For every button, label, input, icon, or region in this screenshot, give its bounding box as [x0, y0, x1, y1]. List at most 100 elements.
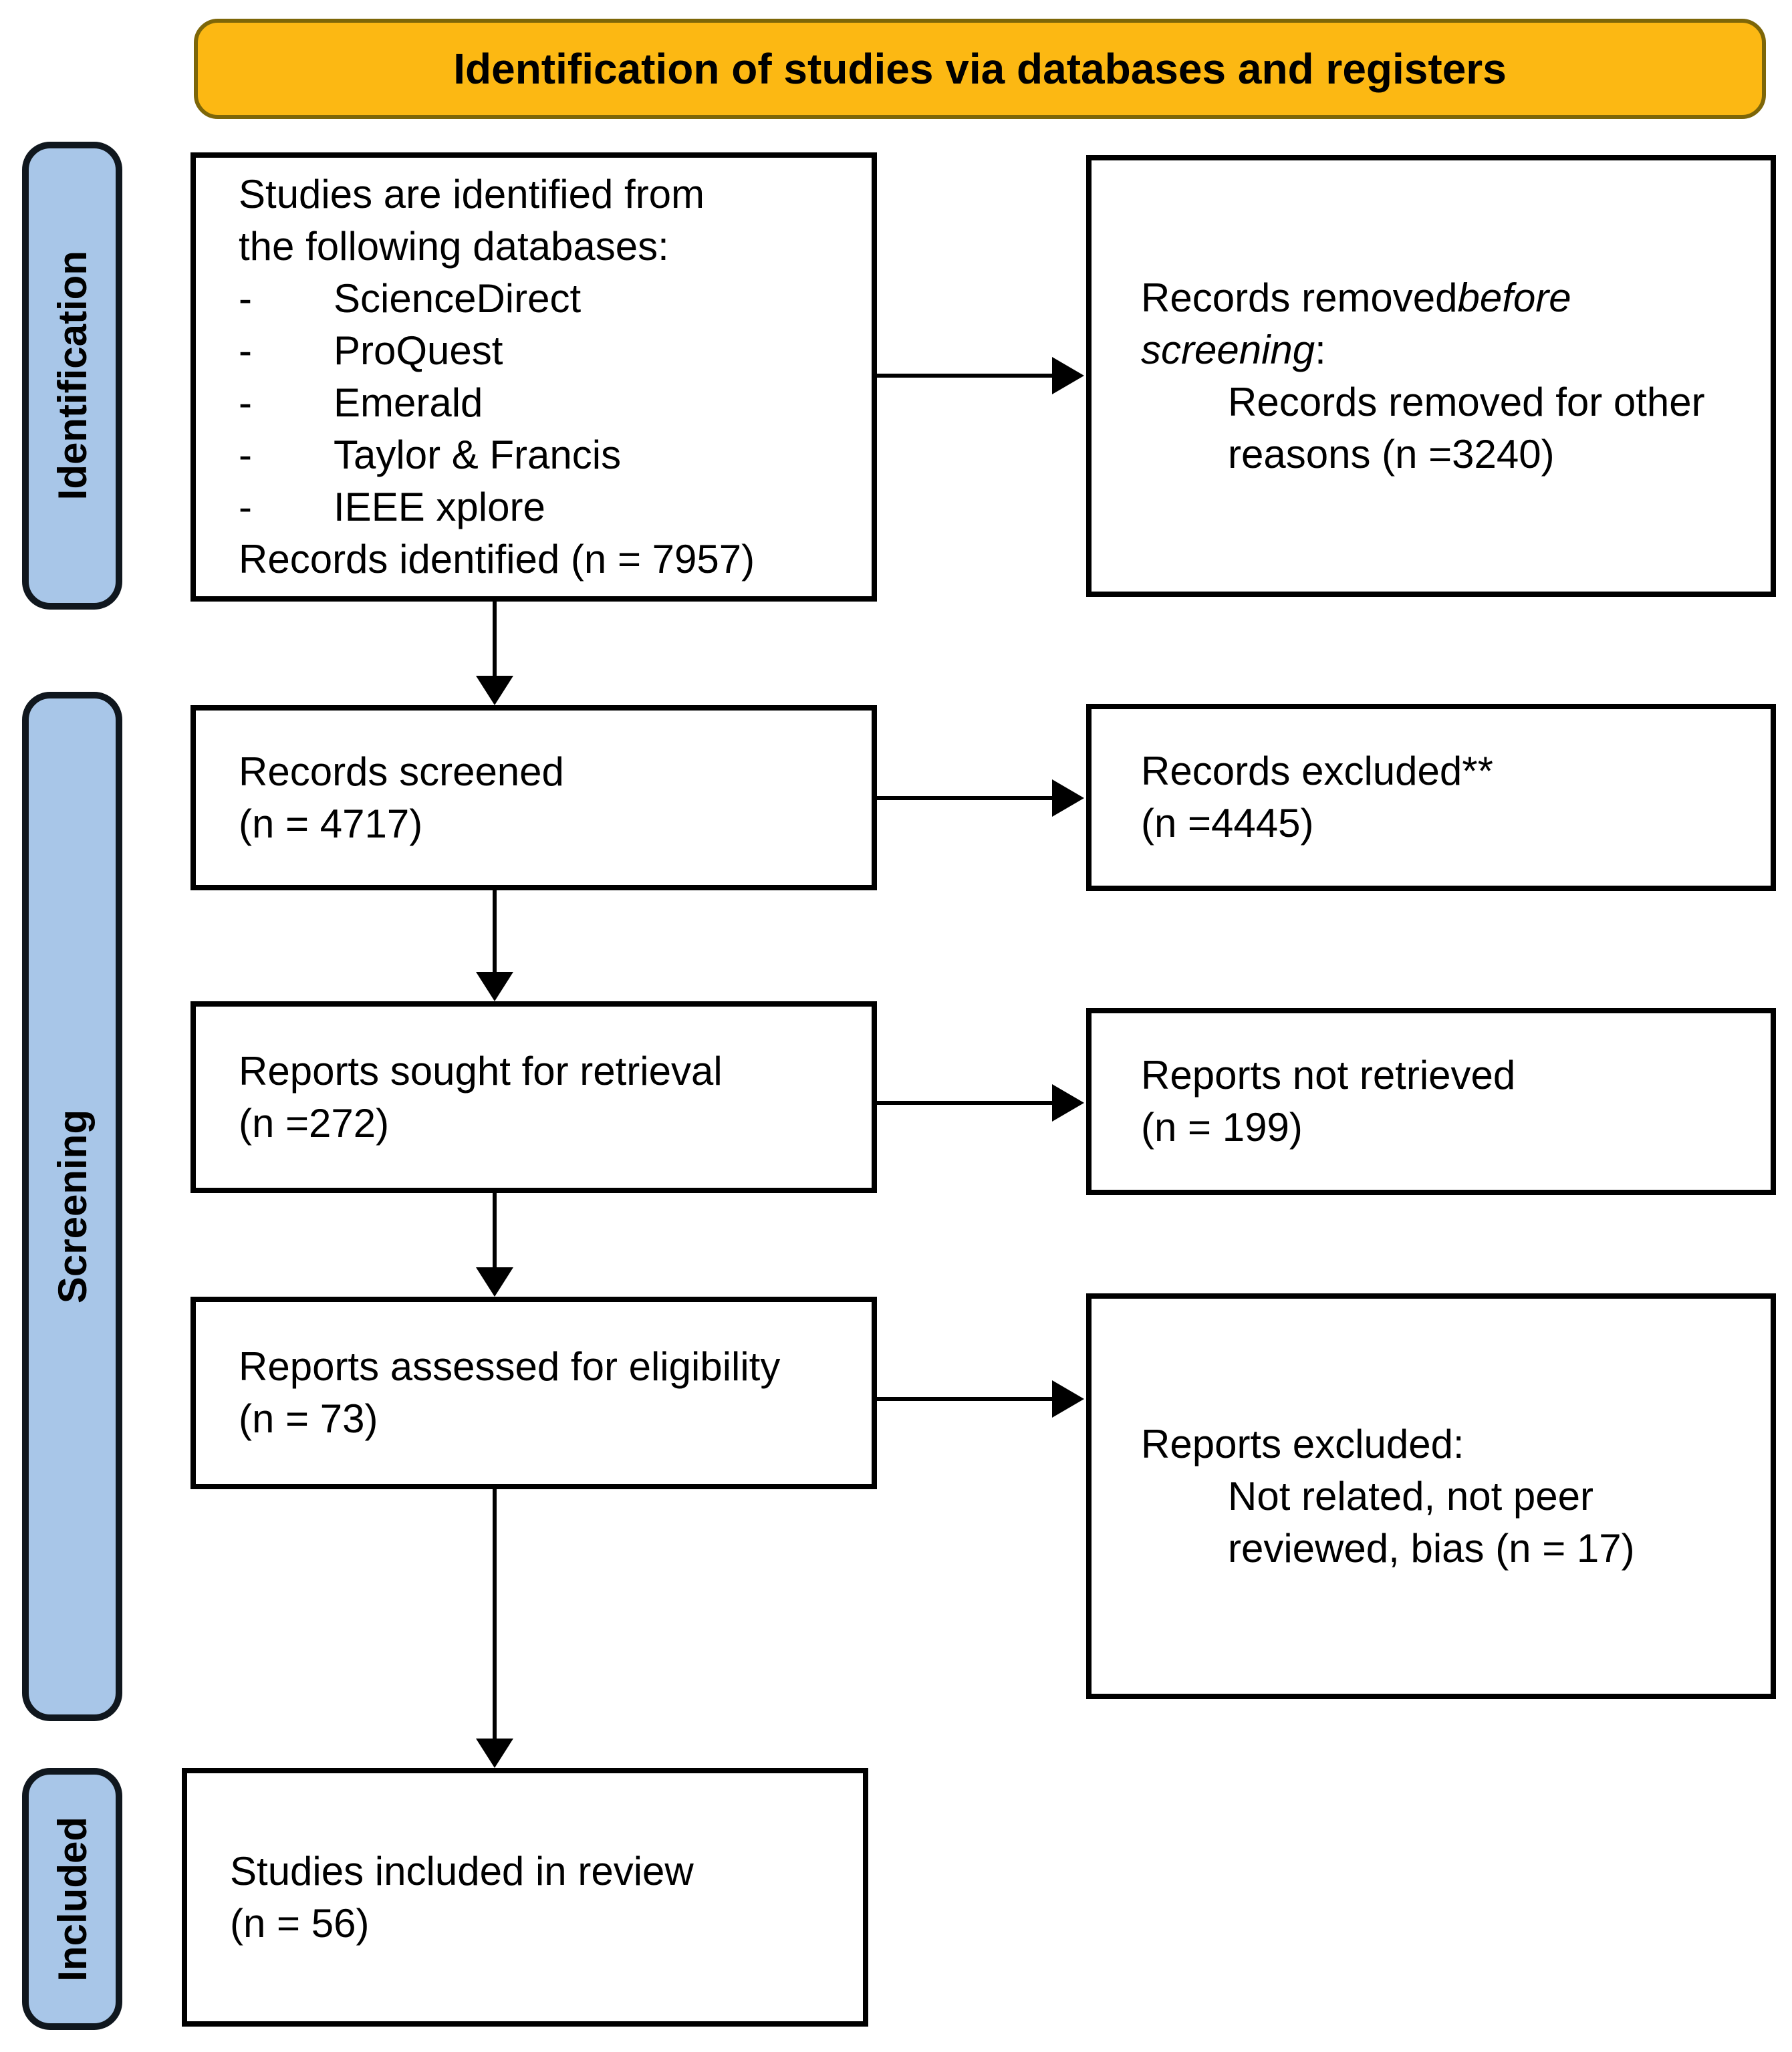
text-line: screening:	[1141, 324, 1771, 376]
text-line: (n = 56)	[230, 1898, 863, 1950]
text-segment: Records removed for other	[1228, 379, 1705, 424]
box-reports-not-retrieved-text: Reports not retrieved (n = 199)	[1141, 1049, 1771, 1154]
stage-label-screening-text: Screening	[49, 1109, 95, 1304]
arrow-sought-to-assessed	[493, 1193, 497, 1267]
text-line: (n = 199)	[1141, 1102, 1771, 1154]
text-segment: screening	[1141, 327, 1315, 372]
stage-label-screening: Screening	[22, 692, 122, 1721]
text-segment: Studies are identified from	[239, 172, 705, 217]
arrowhead-assessed-to-reports-excluded	[1052, 1380, 1084, 1418]
stage-label-identification: Identification	[22, 142, 122, 610]
text-line: (n = 73)	[239, 1393, 872, 1445]
text-segment: (n = 73)	[239, 1396, 378, 1441]
box-reports-excluded: Reports excluded: Not related, not peer re…	[1086, 1293, 1776, 1699]
text-line: reviewed, bias (n = 17)	[1141, 1523, 1771, 1575]
text-line: Records identified (n = 7957)	[239, 533, 872, 586]
text-segment: Reports assessed for eligibility	[239, 1344, 781, 1389]
text-line: Records excluded**	[1141, 745, 1771, 797]
title-banner-text: Identification of studies via databases …	[453, 45, 1507, 93]
text-segment: :	[1315, 327, 1326, 372]
arrowhead-sought-to-assessed	[476, 1267, 513, 1297]
text-line: Reports assessed for eligibility	[239, 1341, 872, 1393]
arrow-screened-to-excluded	[877, 796, 1052, 800]
text-segment: reasons (n =3240)	[1228, 431, 1555, 477]
text-segment: Emerald	[334, 380, 483, 425]
text-segment: IEEE xplore	[334, 485, 545, 529]
text-segment: before	[1457, 275, 1571, 320]
box-reports-sought-for-retrieval: Reports sought for retrieval (n =272)	[190, 1001, 877, 1193]
list-dash: -	[239, 276, 252, 321]
list-dash: -	[239, 485, 252, 529]
text-line: Reports sought for retrieval	[239, 1045, 872, 1098]
box-studies-included-in-review-text: Studies included in review(n = 56)	[230, 1845, 863, 1950]
text-segment: the following databases:	[239, 224, 669, 269]
text-line: - ProQuest	[239, 325, 872, 377]
text-segment: Reports excluded:	[1141, 1421, 1464, 1466]
list-dash: -	[239, 328, 252, 373]
arrowhead-assessed-to-included	[476, 1739, 513, 1768]
arrow-identified-to-removed	[877, 374, 1052, 378]
title-banner: Identification of studies via databases …	[194, 19, 1766, 119]
text-line: the following databases:	[239, 221, 872, 273]
box-studies-identified-text: Studies are identified from the following…	[239, 168, 872, 586]
text-line: (n =272)	[239, 1098, 872, 1150]
text-segment: Reports sought for retrieval	[239, 1048, 723, 1094]
stage-label-included: Included	[22, 1768, 122, 2030]
box-reports-excluded-text: Reports excluded: Not related, not peer re…	[1141, 1418, 1771, 1575]
text-line: Reports not retrieved	[1141, 1049, 1771, 1102]
text-segment: reviewed, bias (n = 17)	[1228, 1525, 1635, 1571]
text-line: Records removed before	[1141, 272, 1771, 324]
text-segment: (n = 4717)	[239, 801, 423, 846]
text-segment: Reports not retrieved	[1141, 1053, 1516, 1098]
text-segment: Records screened	[239, 749, 564, 794]
arrow-assessed-to-reports-excluded	[877, 1397, 1052, 1401]
text-line: - Taylor & Francis	[239, 429, 872, 481]
text-line: Records screened	[239, 746, 872, 798]
text-line: (n =4445)	[1141, 797, 1771, 850]
box-studies-identified: Studies are identified from the following…	[190, 152, 877, 602]
list-dash: -	[239, 380, 252, 425]
arrowhead-sought-to-not-retrieved	[1052, 1084, 1084, 1122]
text-segment: (n =4445)	[1141, 801, 1314, 846]
stage-label-identification-text: Identification	[49, 251, 95, 501]
arrowhead-identified-to-removed	[1052, 357, 1084, 394]
text-segment: Records removed	[1141, 275, 1458, 320]
box-records-excluded: Records excluded** (n =4445)	[1086, 704, 1776, 891]
box-studies-included-in-review: Studies included in review(n = 56)	[182, 1768, 868, 2027]
box-reports-assessed-for-eligibility: Reports assessed for eligibility (n = 73)	[190, 1297, 877, 1489]
text-segment: (n =272)	[239, 1100, 390, 1146]
box-reports-assessed-for-eligibility-text: Reports assessed for eligibility (n = 73)	[239, 1341, 872, 1445]
arrowhead-screened-to-excluded	[1052, 779, 1084, 817]
arrow-screened-to-sought	[493, 890, 497, 972]
text-segment: Records excluded**	[1141, 749, 1493, 793]
text-line: - Emerald	[239, 377, 872, 429]
box-records-excluded-text: Records excluded** (n =4445)	[1141, 745, 1771, 850]
text-line: Records removed for other	[1141, 376, 1771, 428]
arrow-identified-to-screened	[493, 602, 497, 676]
box-records-screened-text: Records screened (n = 4717)	[239, 746, 872, 850]
text-line: Not related, not peer	[1141, 1470, 1771, 1523]
box-reports-sought-for-retrieval-text: Reports sought for retrieval (n =272)	[239, 1045, 872, 1150]
text-segment: ScienceDirect	[334, 276, 582, 321]
text-segment: (n = 199)	[1141, 1105, 1303, 1150]
text-line: Reports excluded:	[1141, 1418, 1771, 1470]
text-line: - ScienceDirect	[239, 273, 872, 325]
box-records-screened: Records screened (n = 4717)	[190, 705, 877, 890]
text-segment: ProQuest	[334, 328, 503, 373]
text-segment: Records identified (n = 7957)	[239, 537, 755, 582]
arrow-assessed-to-included	[493, 1489, 497, 1739]
text-line: Studies included in review	[230, 1845, 863, 1898]
arrow-sought-to-not-retrieved	[877, 1101, 1052, 1105]
arrowhead-screened-to-sought	[476, 972, 513, 1001]
text-line: (n = 4717)	[239, 798, 872, 850]
text-segment: Not related, not peer	[1228, 1473, 1594, 1519]
text-segment: Taylor & Francis	[334, 432, 622, 477]
text-segment: (n = 56)	[230, 1900, 370, 1946]
text-line: reasons (n =3240)	[1141, 428, 1771, 481]
text-line: Studies are identified from	[239, 168, 872, 221]
list-dash: -	[239, 432, 252, 477]
text-line: - IEEE xplore	[239, 481, 872, 533]
box-reports-not-retrieved: Reports not retrieved (n = 199)	[1086, 1008, 1776, 1195]
